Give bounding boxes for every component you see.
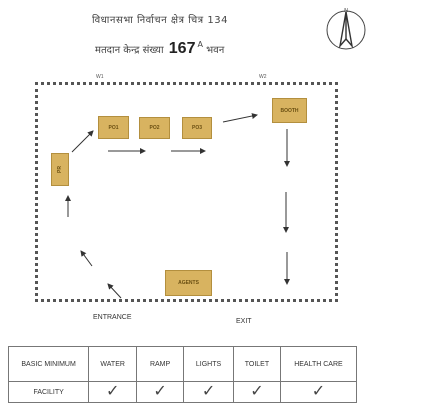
header-water: WATER (88, 346, 138, 382)
exit-label: EXIT (236, 318, 252, 325)
water-check-icon: ✓ (105, 383, 120, 400)
hall-outline (35, 82, 338, 302)
booth-po2: PO2 (139, 117, 170, 139)
facility-table-row: FACILITY ✓ ✓ ✓ ✓ ✓ (7, 381, 358, 403)
ramp-check-icon: ✓ (153, 383, 167, 400)
voting-booth-box: BOOTH (272, 98, 307, 123)
entrance-label: ENTRANCE (93, 314, 132, 321)
arrow-entrance-up (107, 283, 122, 299)
north-compass-icon: N (326, 8, 366, 50)
toilet-check-icon: ✓ (250, 383, 264, 400)
header-prefix: मतदान केन्द्र संख्या (95, 45, 164, 56)
polling-station-number: 167 (168, 40, 196, 57)
polling-station-suffix: A (197, 40, 203, 49)
header-health-care: HEALTH CARE (279, 346, 358, 382)
row-label-facility: FACILITY (7, 381, 90, 403)
lights-check-icon: ✓ (201, 383, 216, 400)
facility-table-header-row: BASIC MINIMUM WATER RAMP LIGHTS TOILET H… (7, 346, 358, 382)
header-toilet: TOILET (233, 346, 281, 382)
header-suffix: भवन (206, 45, 225, 56)
arrow-up-left-1 (80, 250, 93, 267)
north-label: N (344, 8, 348, 14)
arrow-to-po1 (71, 130, 94, 153)
corner-label-w2: W2 (259, 74, 267, 80)
agents-box: AGENTS (165, 270, 212, 296)
header-basic-minimum: BASIC MINIMUM (7, 346, 90, 382)
arrow-po3-to-booth (222, 113, 258, 123)
health-care-check-icon: ✓ (311, 383, 326, 400)
booth-po3: PO3 (182, 117, 212, 139)
booth-po1: PO1 (98, 116, 129, 139)
header-lights: LIGHTS (183, 346, 235, 382)
facility-table: BASIC MINIMUM WATER RAMP LIGHTS TOILET H… (7, 346, 358, 403)
header-ramp: RAMP (136, 346, 185, 382)
header-title-line1: विधानसभा निर्वाचन क्षेत्र चित्र 134 (92, 15, 228, 26)
corner-label-w1: W1 (96, 74, 104, 80)
